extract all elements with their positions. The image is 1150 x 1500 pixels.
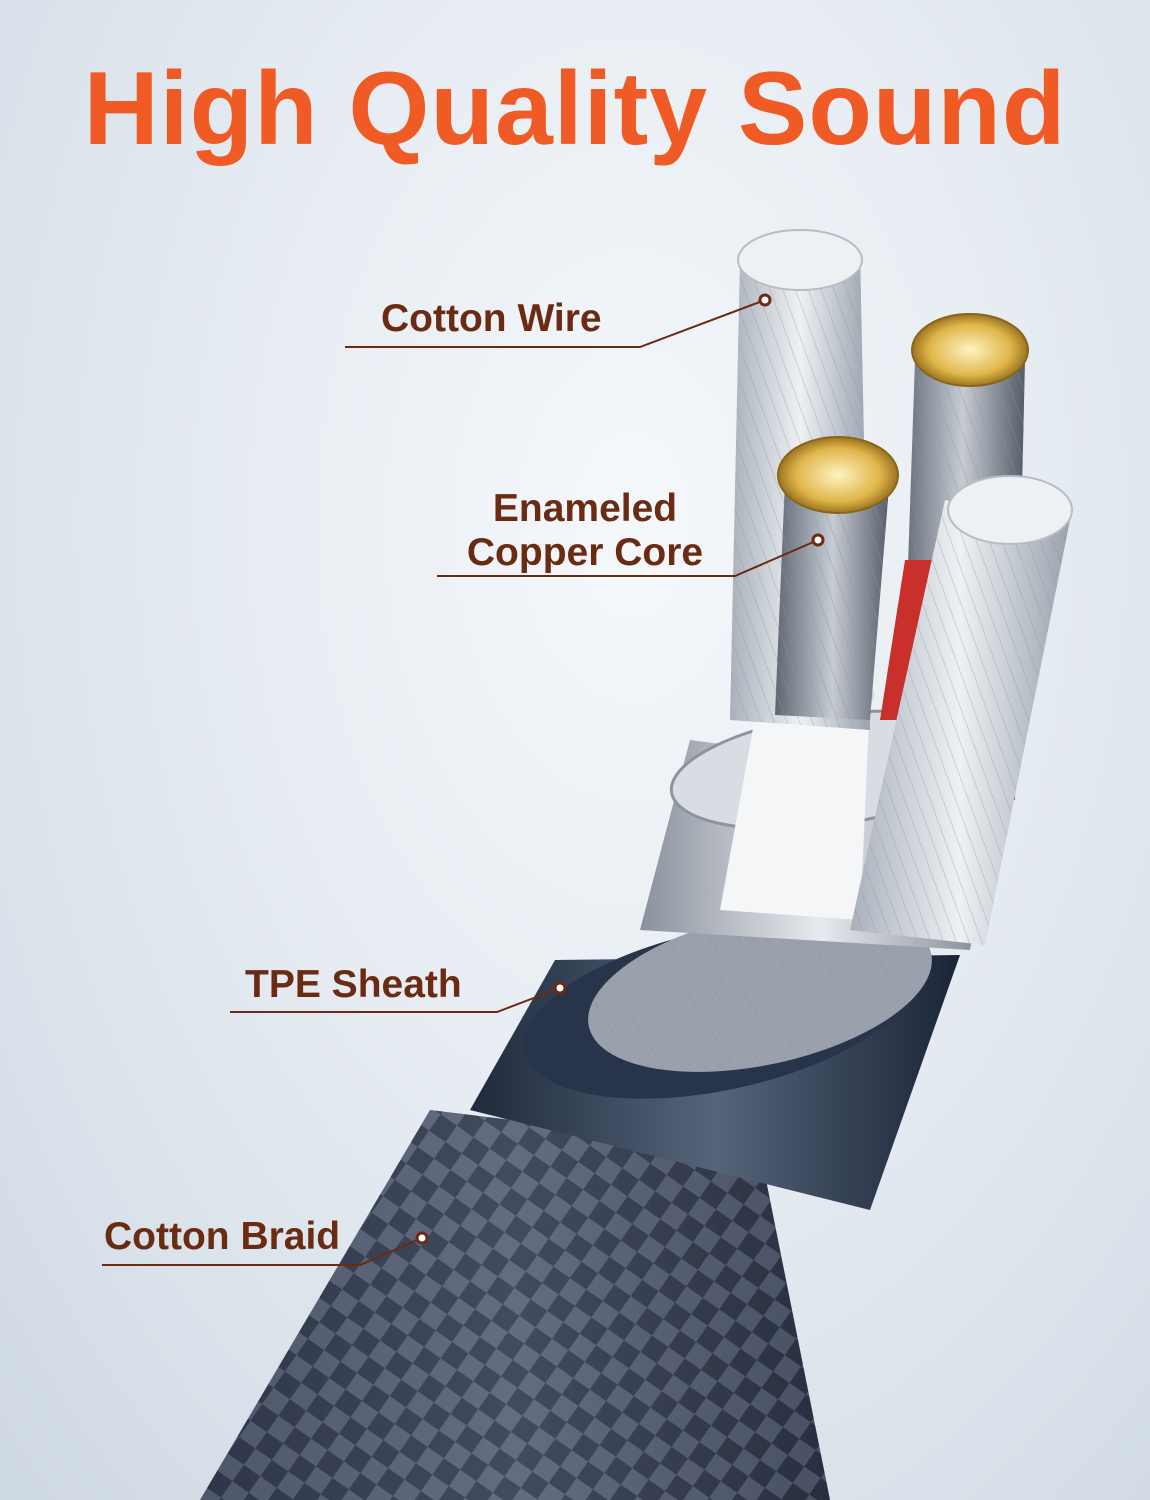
label-cotton-braid: Cotton Braid [104, 1215, 341, 1258]
callout-dot [415, 1231, 429, 1245]
callout-dot [811, 533, 825, 547]
label-cotton-wire: Cotton Wire [381, 297, 602, 340]
copper-core-top-center [777, 436, 899, 514]
callout-dot [758, 293, 772, 307]
leader-line-copper-core [437, 539, 819, 577]
label-enameled-line1: Enameled [492, 487, 678, 530]
label-enameled-line2: Copper Core [466, 531, 704, 574]
copper-core-top-right [911, 313, 1029, 387]
label-tpe-sheath: TPE Sheath [245, 963, 462, 1006]
callout-dot [553, 981, 567, 995]
leader-line-cotton-braid [102, 1237, 423, 1266]
label-enameled-copper-core: Enameled Copper Core [440, 487, 730, 575]
leader-line-cotton-wire [345, 299, 766, 348]
page-title: High Quality Sound [83, 51, 1067, 167]
leader-line-tpe-sheath [230, 987, 561, 1013]
